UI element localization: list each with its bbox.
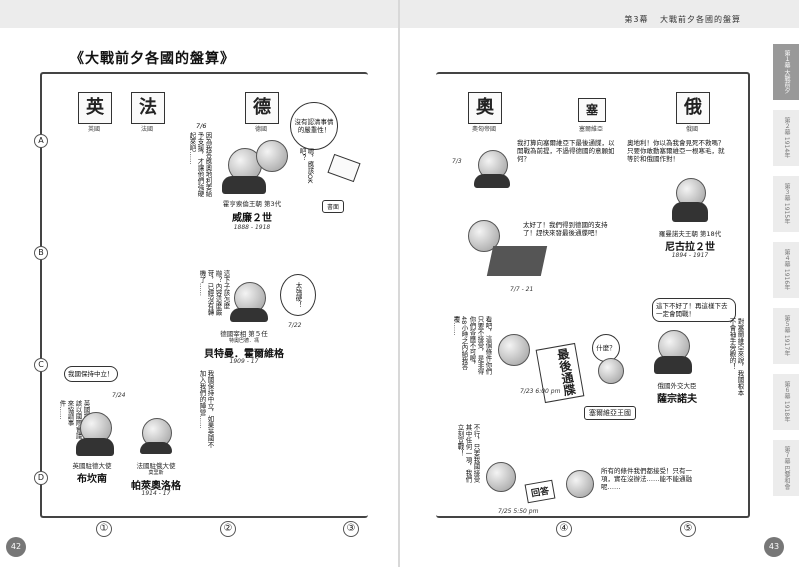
final-date: 7/25 5:50 pm: [498, 508, 539, 515]
column-marker-2: ②: [220, 521, 236, 537]
grey-date: 7/24: [112, 392, 126, 399]
chapter-title: 大戰前夕各國的盤算: [660, 15, 741, 24]
page-gutter: [398, 0, 400, 567]
kaiser-name: 威廉２世: [232, 213, 272, 224]
austria-speech: 我打算向塞爾維亞下最後通牒，以開戰為前提，不過得德國的意願如何？: [514, 136, 620, 166]
column-marker-1: ①: [96, 521, 112, 537]
page-number-right: 43: [764, 537, 784, 557]
austria-body: [474, 174, 510, 188]
column-marker-5: ⑤: [680, 521, 696, 537]
nation-de: 德: [245, 92, 279, 124]
refuse-speech: 不行，只要我國接受其中任何一項，我們立刻宣戰！: [456, 424, 480, 483]
chapter-tab-3[interactable]: 第３幕 1915年: [773, 176, 799, 232]
uk-flavor-text: 我國保持中立，如果英國不加入我們的陣營……: [198, 370, 214, 448]
nation-de-label: 德國: [254, 126, 267, 133]
chapter-tab-6[interactable]: 第６幕 1918年: [773, 374, 799, 430]
chapter-tab-2[interactable]: 第２幕 1914年: [773, 110, 799, 166]
sazonov-body: [654, 356, 692, 374]
paleologue-body: [140, 442, 172, 454]
paleologue-name: 帕萊奧洛格: [131, 481, 181, 492]
kaiser-thought: 因為我答應奧地利要給予支援，才讓他們強硬起來吧……: [188, 132, 212, 197]
bethmann-name: 貝特曼．霍爾維格: [204, 349, 284, 360]
row-marker-b: B: [34, 246, 48, 260]
russia-speech: 奧地利！你以為我會見死不救嗎？只要你敢動塞爾維亞一根寒毛，就等於和俄國作對！: [624, 136, 732, 166]
kaiser-companion: [256, 140, 288, 172]
paleologue-subtitle: 莫里斯: [148, 470, 164, 476]
ultimatum-date: 7/23 6:00 pm: [520, 388, 561, 395]
nicholas-name: 尼古拉２世: [665, 242, 715, 253]
kaiser-date: 7/6: [196, 122, 207, 130]
sazonov-speech: 對塞爾維亞來說，我國根本不會袖手旁觀的！: [728, 318, 744, 396]
nation-ru: 俄: [676, 92, 710, 124]
chapter-tab-4[interactable]: 第４幕 1916年: [773, 242, 799, 298]
kaiser-title: 霍亨索倫王朝 第3代: [222, 200, 282, 208]
serbia-character: [598, 358, 624, 384]
austria-ok-bubble: 太好了！我們得到德國的支持了！趕快來發最後通牒吧！: [520, 218, 622, 240]
bethmann-body: [230, 308, 268, 322]
column-marker-4: ④: [556, 521, 572, 537]
chapter-sidebar: 第１幕 大戰前夕 第２幕 1914年 第３幕 1915年 第４幕 1916年 第…: [773, 44, 799, 506]
paleologue-years: 1914 - 17: [141, 490, 171, 497]
left-panel-frame: [40, 72, 368, 518]
kaiser-years: 1888 - 1918: [233, 224, 271, 231]
serbia-reply: 什麼？: [592, 334, 620, 362]
bethmann-bubble: 太強硬！: [280, 274, 316, 316]
bethmann-title: 德國宰相 第５任: [220, 330, 268, 338]
serbia-final-character: [566, 470, 594, 498]
running-header: 第3幕 大戰前夕各國的盤算: [624, 14, 749, 25]
chapter-tab-7[interactable]: 第７幕 巴黎和會: [773, 440, 799, 496]
nicholas-years: 1894 - 1917: [671, 252, 709, 259]
nation-ru-label: 俄國: [685, 126, 698, 133]
bethmann-speech: 這下子該怎麼辦？內容這麼嚴苛，已經沒有轉機了……: [198, 270, 230, 316]
sazonov-name: 薩宗諾夫: [657, 394, 697, 405]
nation-uk-label: 英國: [87, 126, 100, 133]
right-panel-frame: [436, 72, 750, 518]
desk: [486, 246, 548, 276]
sazonov-bubble: 這下不好了！再這樣下去一定會開戰！: [652, 298, 736, 322]
nation-at: 奧: [468, 92, 502, 124]
row-marker-a: A: [34, 134, 48, 148]
kaiser-aside: 嗯，應該OK吧？: [298, 148, 314, 184]
paleologue-title: 法國駐俄大使: [136, 462, 176, 470]
chapter-tab-1[interactable]: 第１幕 大戰前夕: [773, 44, 799, 100]
bethmann-subtitle: 特奧巴德．馮: [228, 338, 259, 344]
nation-fr: 法: [131, 92, 165, 124]
nation-at-label: 奧匈帝國: [471, 126, 496, 133]
kaiser-body: [222, 176, 266, 194]
nicholas-title: 羅曼諾夫王朝 第18代: [658, 230, 722, 238]
ultimatum-speech: 看吧，這個條件你們只要不接受，是非得你們答應不可喔，48小時之內給我答覆……: [452, 316, 492, 375]
kaiser-envelope-label: 書面: [322, 200, 345, 213]
austria-ok-date: 7/7 - 21: [510, 286, 534, 293]
final-speech: 所有的條件我們都接受！只有一項，實在沒辦法……能不能通融呢……: [598, 464, 700, 494]
nation-fr-label: 法國: [140, 126, 153, 133]
chapter-tab-5[interactable]: 第５幕 1917年: [773, 308, 799, 364]
bethmann-date: 7/22: [288, 322, 302, 329]
austria-refuse-character: [486, 462, 516, 492]
column-marker-3: ③: [343, 521, 359, 537]
chapter-label: 第3幕: [624, 15, 649, 24]
nicholas-body: [672, 202, 708, 222]
row-marker-d: D: [34, 471, 48, 485]
austria-date: 7/3: [452, 158, 462, 165]
bethmann-years: 1909 - 17: [229, 358, 259, 365]
section-title: 《大戰前夕各國的盤算》: [70, 51, 235, 67]
row-marker-c: C: [34, 358, 48, 372]
serbia-kingdom-stamp: 塞爾維亞王國: [584, 406, 636, 420]
nation-rs-label: 塞爾維亞: [578, 126, 603, 133]
grey-bubble: 我國保持中立！: [64, 366, 118, 382]
buchanan-title: 英國駐德大使: [72, 462, 112, 470]
sazonov-title: 俄國外交大臣: [657, 382, 697, 390]
buchanan-body: [76, 438, 114, 456]
nation-rs: 塞: [578, 98, 606, 122]
austria-ultimatum-character: [498, 334, 530, 366]
page-number-left: 42: [6, 537, 26, 557]
kaiser-bubble: 沒有認清事情的嚴重性！: [290, 102, 338, 150]
nation-uk: 英: [78, 92, 112, 124]
buchanan-name: 布坎南: [77, 474, 107, 485]
